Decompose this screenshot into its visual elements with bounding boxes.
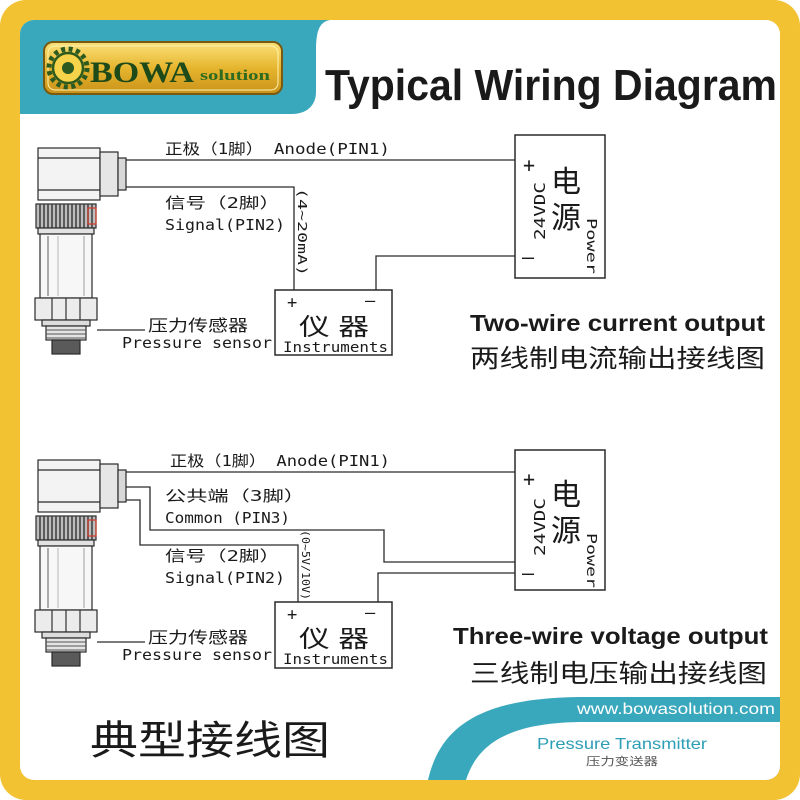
voltage-range-label: (0~5V/10V) xyxy=(299,530,312,600)
instruments-label-cn: 仪 器 xyxy=(299,314,369,341)
website-url: www.bowasolution.com xyxy=(576,701,775,718)
instruments-label-en: Instruments xyxy=(283,340,388,356)
three-wire-diagram: 正极（1脚） Anode(PIN1) 公共端（3脚） Common (PIN3)… xyxy=(34,449,768,688)
power-supply-box: + 电 源 24VDC Power – xyxy=(514,134,606,279)
anode-label: 正极（1脚） Anode(PIN1) xyxy=(165,140,390,158)
two-wire-caption-en: Two-wire current output xyxy=(470,310,765,336)
footer-inner-panel xyxy=(466,722,780,780)
signal-label-cn: 信号（2脚） xyxy=(165,194,280,212)
power-plus: + xyxy=(523,153,535,177)
instruments-label-cn: 仪 器 xyxy=(299,626,369,653)
anode-label: 正极（1脚） Anode(PIN1) xyxy=(170,452,390,470)
sensor-label-cn: 压力传感器 xyxy=(148,628,248,647)
instruments-label-en: Instruments xyxy=(283,652,388,668)
instrument-minus: – xyxy=(365,603,376,623)
three-wire-caption-cn: 三线制电压输出接线图 xyxy=(470,660,767,688)
power-label-cn-2: 源 xyxy=(551,202,581,235)
two-wire-caption-cn: 两线制电流输出接线图 xyxy=(470,345,765,373)
gear-icon xyxy=(46,46,90,90)
instrument-negative-wire xyxy=(377,572,515,602)
logo-text: BOWA xyxy=(90,56,194,89)
sensor-label-cn: 压力传感器 xyxy=(148,316,248,335)
sensor-label-en: Pressure sensor xyxy=(122,334,272,352)
common-wire xyxy=(126,486,515,563)
power-supply-box: + 电 源 24VDC Power – xyxy=(514,449,606,591)
instrument-plus: + xyxy=(287,293,297,313)
signal-label-en: Signal(PIN2) xyxy=(165,569,285,587)
voltage-label: 24VDC xyxy=(531,498,549,556)
brand-logo: BOWA solution xyxy=(43,41,283,95)
instruments-box: + – 仪 器 Instruments xyxy=(274,601,393,669)
voltage-label: 24VDC xyxy=(531,182,549,240)
common-label-cn: 公共端（3脚） xyxy=(165,487,305,505)
two-wire-diagram: 正极（1脚） Anode(PIN1) 信号（2脚） Signal(PIN2) (… xyxy=(34,134,765,373)
instrument-plus: + xyxy=(287,605,297,625)
instruments-box: + – 仪 器 Instruments xyxy=(274,289,393,356)
power-label-cn-2: 源 xyxy=(551,515,581,548)
page-title: Typical Wiring Diagram xyxy=(325,61,777,110)
product-name-en: Pressure Transmitter xyxy=(537,736,708,753)
power-label-en: Power xyxy=(583,218,598,274)
power-minus: – xyxy=(522,245,535,269)
current-range-label: (4~20mA) xyxy=(295,188,309,276)
logo-subtext: solution xyxy=(200,68,271,84)
instrument-negative-wire xyxy=(375,255,515,290)
signal-label-cn: 信号（2脚） xyxy=(165,547,280,565)
power-label-en: Power xyxy=(583,533,598,588)
instrument-minus: – xyxy=(365,291,376,311)
sensor-label-en: Pressure sensor xyxy=(122,646,272,664)
power-label-cn-1: 电 xyxy=(551,479,581,512)
signal-wire xyxy=(126,186,295,290)
signal-label-en: Signal(PIN2) xyxy=(165,216,285,234)
product-name-cn: 压力变送器 xyxy=(586,754,658,768)
power-minus: – xyxy=(522,561,535,585)
footer-title-cn: 典型接线图 xyxy=(90,719,330,763)
three-wire-caption-en: Three-wire voltage output xyxy=(453,623,768,649)
signal-wire xyxy=(126,499,299,602)
common-label-en: Common (PIN3) xyxy=(165,509,290,527)
power-plus: + xyxy=(523,467,535,491)
power-label-cn-1: 电 xyxy=(551,166,581,199)
